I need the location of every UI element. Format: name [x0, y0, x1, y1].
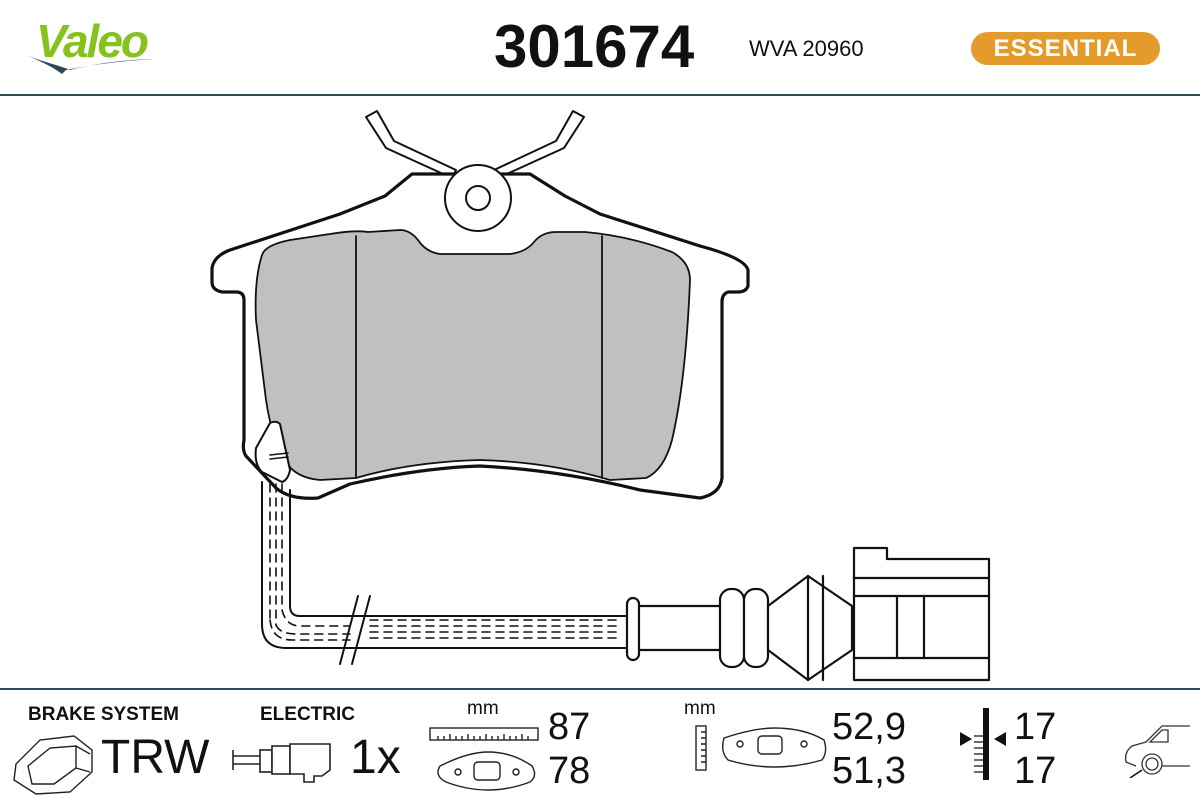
caliper-icon: [13, 735, 93, 795]
ruler-pad-icon: [429, 727, 539, 791]
thickness-value-2: 17: [1014, 750, 1057, 792]
rear-axle-car-icon: [1124, 725, 1190, 778]
thickness-value-1: 17: [1014, 706, 1057, 748]
height-unit: mm: [684, 698, 716, 719]
brand-name: Valeo: [36, 15, 149, 67]
electric-label: ELECTRIC: [260, 704, 355, 725]
height-value-2: 51,3: [832, 750, 906, 792]
width-unit: mm: [467, 698, 499, 719]
brake-system-value: TRW: [101, 731, 210, 784]
specs-footer: BRAKE SYSTEM TRW ELECTRIC 1x mm 87 78 mm: [0, 688, 1200, 802]
connector-icon: [232, 743, 331, 783]
thickness-icon: [960, 708, 1006, 780]
height-value-1: 52,9: [832, 706, 906, 748]
width-value-1: 87: [548, 706, 591, 748]
brake-pad-drawing: [0, 96, 1200, 688]
logo-swoosh-icon: [24, 54, 154, 74]
electric-value: 1x: [350, 731, 401, 784]
height-pad-icon: [695, 725, 827, 771]
essential-badge: ESSENTIAL: [971, 32, 1160, 65]
header: Valeo 301674 WVA 20960 ESSENTIAL: [0, 0, 1200, 96]
width-value-2: 78: [548, 750, 591, 792]
brake-pad-icon: [210, 110, 991, 682]
part-number: 301674: [494, 13, 695, 80]
valeo-logo: Valeo: [22, 14, 162, 76]
wva-number: WVA 20960: [749, 36, 864, 61]
brake-system-label: BRAKE SYSTEM: [28, 704, 179, 725]
